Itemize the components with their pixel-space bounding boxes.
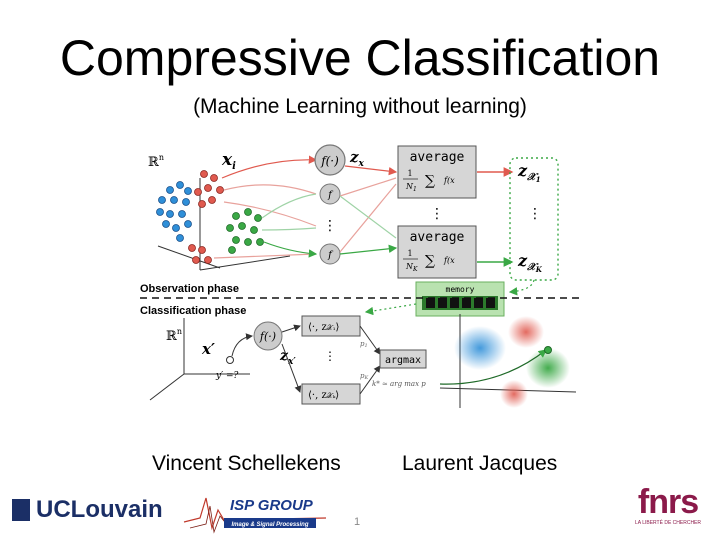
svg-text:f(x: f(x xyxy=(443,176,455,185)
svg-text:average: average xyxy=(410,230,465,245)
blue-points xyxy=(156,181,192,242)
classification-phase-label: Classification phase xyxy=(140,305,246,317)
ucl-logo-text: UCLouvain xyxy=(36,496,163,523)
svg-text:1: 1 xyxy=(407,169,412,178)
pK-label: pK xyxy=(360,372,368,381)
method-diagram: ℝn xi f(·) f ⋮ f zx xyxy=(140,144,580,408)
query-feature-label: f(·) xyxy=(259,330,276,343)
query-feature-node xyxy=(253,321,283,351)
svg-text:f: f xyxy=(327,250,334,261)
svg-text:memory: memory xyxy=(446,285,475,294)
isp-logo: ISP GROUP Image & Signal Processing xyxy=(183,497,327,534)
to-memory-arrow xyxy=(508,279,535,296)
z-xi-label: zx xyxy=(349,148,365,169)
feature-map-nodes: f(·) f ⋮ f xyxy=(314,144,346,265)
svg-text:⟨·, z𝒳ₖ⟩: ⟨·, z𝒳ₖ⟩ xyxy=(308,390,339,401)
svg-text:average: average xyxy=(410,150,465,165)
feature-to-average-arrows xyxy=(339,165,398,255)
ucl-logo-mark xyxy=(12,499,30,521)
x-prime-label: x′ xyxy=(201,340,215,358)
svg-text:f(x: f(x xyxy=(443,256,455,265)
vdots-inner: ⋮ xyxy=(324,349,336,363)
slide-number: 1 xyxy=(354,516,361,528)
slide-subtitle: (Machine Learning without learning) xyxy=(193,95,527,118)
observation-phase-label: Observation phase xyxy=(140,283,239,295)
author-2: Laurent Jacques xyxy=(402,452,558,475)
isp-logo-subtext: Image & Signal Processing xyxy=(231,522,308,528)
slide-title: Compressive Classification xyxy=(59,30,661,86)
fnrs-logo-subtext: LA LIBERTÉ DE CHERCHER xyxy=(634,520,702,526)
svg-text:⟨·, z𝒳₁⟩: ⟨·, z𝒳₁⟩ xyxy=(308,322,340,333)
classify-axes xyxy=(149,318,250,401)
fnrs-logo: fnrs LA LIBERTÉ DE CHERCHER xyxy=(630,484,706,526)
svg-text:N1: N1 xyxy=(405,182,417,193)
red-points xyxy=(188,170,224,264)
svg-text:∑: ∑ xyxy=(425,253,435,269)
query-arrow xyxy=(231,333,253,357)
inner-product-box-1: ⟨·, z𝒳₁⟩ xyxy=(301,315,361,337)
z-xprime-label: zx′ xyxy=(279,348,296,367)
svg-text:1: 1 xyxy=(407,249,412,258)
argmax-box xyxy=(379,349,427,369)
isp-logo-text: ISP GROUP xyxy=(230,497,314,514)
vdots-z: ⋮ xyxy=(528,206,542,222)
svg-text:∑: ∑ xyxy=(425,173,435,189)
svg-text:⋮: ⋮ xyxy=(323,218,337,234)
memory-chip: memory xyxy=(415,281,505,317)
average-box-K: average 1 NK ∑ f(x xyxy=(397,225,477,279)
argmax-label: argmax xyxy=(385,355,421,366)
to-argmax-arrows xyxy=(359,325,381,395)
space-label-bottom: ℝn xyxy=(166,327,182,344)
x-i-label: xi xyxy=(221,150,236,172)
p1-label: p1 xyxy=(360,340,368,349)
fnrs-logo-text: fnrs xyxy=(637,483,699,521)
z-X1-label: z𝒳1 xyxy=(517,161,541,184)
svg-text:f(·): f(·) xyxy=(320,154,339,168)
vdots-average: ⋮ xyxy=(430,206,444,222)
sketch-group-outline xyxy=(509,157,559,281)
point-to-feature-arrows xyxy=(213,155,318,259)
kstar-formula: k* ≃ arg max p xyxy=(372,380,426,388)
y-prime-label: y′ =? xyxy=(215,371,239,381)
average-box-1: average 1 N1 ∑ f(x xyxy=(397,145,477,199)
green-points xyxy=(226,208,264,254)
memory-to-classifier-arrow xyxy=(364,303,417,316)
query-point xyxy=(226,356,234,364)
svg-text:f: f xyxy=(327,190,334,201)
inner-product-box-K: ⟨·, z𝒳ₖ⟩ xyxy=(301,383,361,405)
ucl-logo: UCLouvain xyxy=(12,496,163,524)
space-label-top: ℝn xyxy=(148,153,164,170)
to-inner-product-arrows xyxy=(281,324,302,393)
svg-text:NK: NK xyxy=(405,262,418,273)
author-1: Vincent Schellekens xyxy=(152,452,341,475)
z-XK-label: z𝒳K xyxy=(517,251,543,274)
density-plot xyxy=(439,314,577,408)
